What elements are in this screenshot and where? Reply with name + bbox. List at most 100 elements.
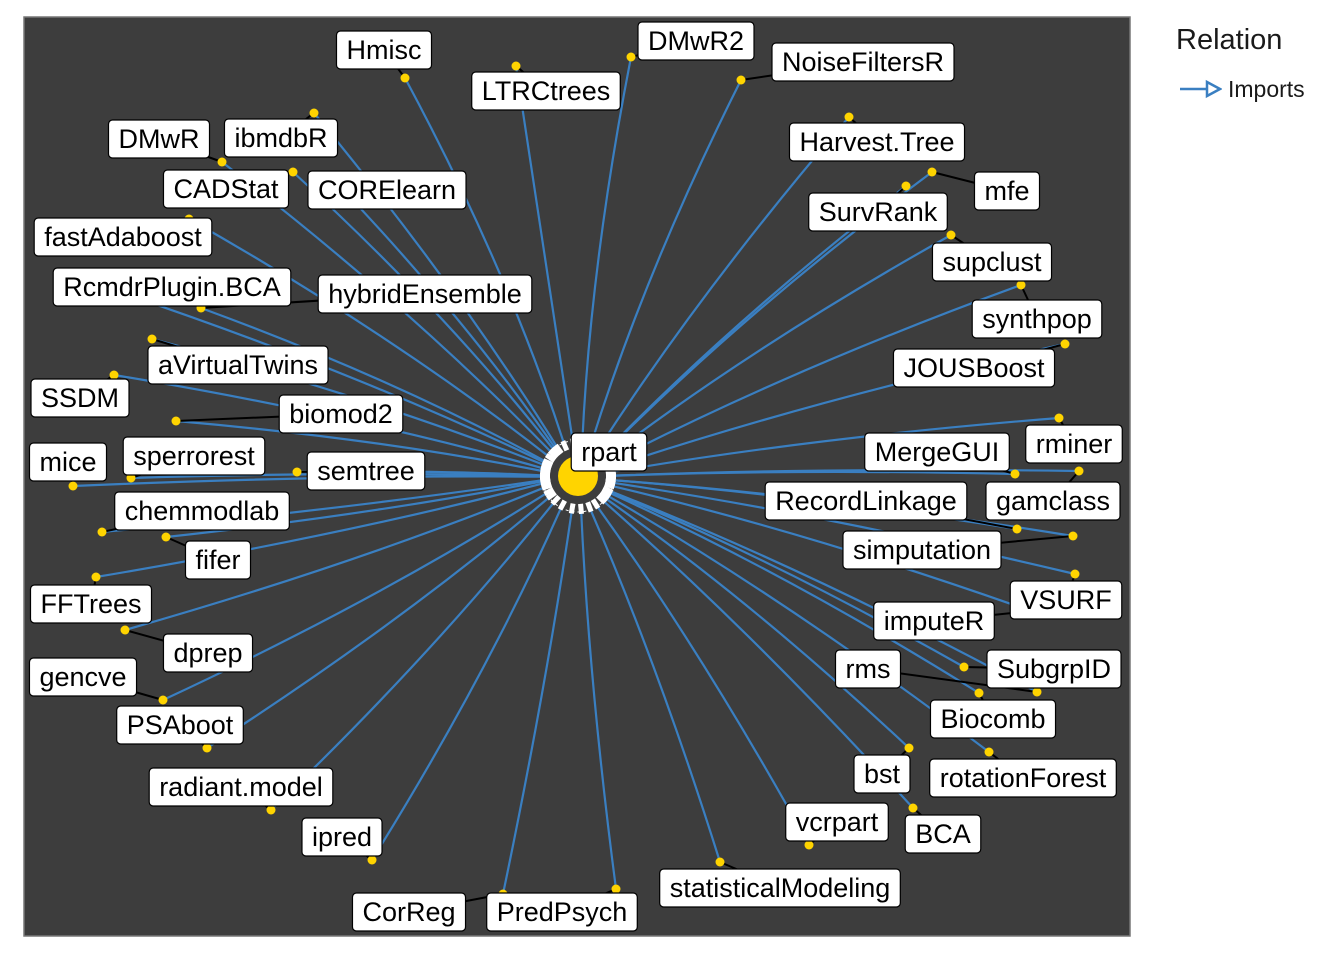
svg-text:gamclass: gamclass [996, 486, 1110, 516]
svg-text:rotationForest: rotationForest [940, 763, 1107, 793]
edge-vcrpart [595, 504, 810, 846]
arrowhead-rotationForest [599, 489, 611, 500]
edge-PredPsych [580, 509, 618, 890]
node-label-RcmdrPlugin.BCA: RcmdrPlugin.BCA [52, 267, 292, 307]
svg-text:VSURF: VSURF [1020, 585, 1112, 615]
node-rms [1032, 687, 1042, 697]
svg-text:simputation: simputation [853, 535, 991, 565]
node-Biocomb [974, 688, 984, 698]
svg-text:mfe: mfe [984, 176, 1029, 206]
edge-dprep [124, 485, 547, 632]
node-label-gamclass: gamclass [985, 481, 1121, 521]
node-label-PSAboot: PSAboot [116, 705, 244, 745]
node-ipred [367, 855, 377, 865]
node-rotationForest [984, 747, 994, 757]
svg-text:gencve: gencve [39, 662, 126, 692]
node-label-rotationForest: rotationForest [929, 758, 1117, 798]
arrowhead-imputeR [604, 481, 616, 490]
node-PSAboot [202, 743, 212, 753]
node-rminer [1054, 413, 1064, 423]
node-label-mfe: mfe [973, 171, 1041, 211]
node-label-SSDM: SSDM [30, 378, 130, 418]
svg-text:statisticalModeling: statisticalModeling [670, 873, 891, 903]
svg-text:dprep: dprep [173, 638, 242, 668]
node-label-supclust: supclust [931, 242, 1053, 282]
node-label-ipred: ipred [301, 817, 383, 857]
arrowhead-PredPsych [578, 503, 584, 515]
node-Harvest.Tree [844, 112, 854, 122]
node-semtree [292, 467, 302, 477]
edge-ipred [371, 505, 563, 861]
svg-text:DMwR2: DMwR2 [648, 26, 744, 56]
node-gencve [158, 695, 168, 705]
svg-text:mice: mice [39, 447, 96, 477]
edge-NoiseFiltersR [589, 79, 742, 445]
node-biomod2 [171, 416, 181, 426]
svg-text:SubgrpID: SubgrpID [997, 654, 1111, 684]
node-label-hybridEnsemble: hybridEnsemble [317, 274, 533, 314]
node-label-bst: bst [853, 754, 911, 794]
svg-text:PSAboot: PSAboot [127, 710, 234, 740]
node-label-FFTrees: FFTrees [29, 584, 153, 624]
arrowhead-radiant.model [550, 494, 561, 506]
node-label-Hmisc: Hmisc [335, 30, 433, 70]
edge-LTRCtrees [514, 65, 575, 443]
arrowhead-Biocomb [601, 487, 613, 497]
edge-DMwR2 [581, 56, 633, 443]
svg-text:fifer: fifer [195, 545, 240, 575]
node-vcrpart [804, 840, 814, 850]
node-mfe [927, 167, 937, 177]
node-radiant.model [266, 805, 276, 815]
node-label-rms: rms [834, 649, 902, 689]
node-supclust [946, 230, 956, 240]
imports-arrow-icon [1180, 79, 1222, 99]
svg-text:MergeGUI: MergeGUI [875, 437, 1000, 467]
arrowhead-biomod2 [540, 468, 551, 475]
edge-CORElearn [329, 175, 558, 451]
node-JOUSBoost [1060, 339, 1070, 349]
node-label-NoiseFiltersR: NoiseFiltersR [771, 42, 955, 82]
edge-PSAboot [206, 495, 552, 749]
node-dprep [120, 625, 130, 635]
node-LTRCtrees [511, 61, 521, 71]
svg-text:RecordLinkage: RecordLinkage [775, 486, 957, 516]
node-label-CADStat: CADStat [162, 169, 290, 209]
node-aVirtualTwins [147, 334, 157, 344]
svg-text:supclust: supclust [942, 247, 1042, 277]
node-label-semtree: semtree [306, 451, 426, 491]
node-simputation [1068, 531, 1078, 541]
svg-text:chemmodlab: chemmodlab [125, 496, 280, 526]
svg-text:hybridEnsemble: hybridEnsemble [328, 279, 522, 309]
svg-text:BCA: BCA [915, 819, 971, 849]
svg-text:bst: bst [864, 759, 901, 789]
node-VSURF [1070, 569, 1080, 579]
svg-text:SurvRank: SurvRank [819, 197, 938, 227]
arrowhead-BCA [596, 493, 607, 505]
edge-fastAdaboost [188, 218, 551, 459]
node-MergeGUI [1010, 469, 1020, 479]
node-label-radiant.model: radiant.model [148, 767, 334, 807]
edge-VSURF [611, 481, 1076, 576]
svg-text:radiant.model: radiant.model [159, 772, 323, 802]
svg-text:Hmisc: Hmisc [347, 35, 422, 65]
node-chemmodlab [97, 527, 107, 537]
node-label-mice: mice [28, 442, 108, 482]
svg-text:CORElearn: CORElearn [318, 175, 456, 205]
node-label-sperrorest: sperrorest [122, 436, 266, 476]
node-NoiseFiltersR [736, 75, 746, 85]
node-label-simputation: simputation [842, 530, 1002, 570]
legend-item-imports: Imports [1178, 74, 1338, 104]
edge-Harvest.Tree [597, 116, 850, 450]
svg-text:vcrpart: vcrpart [796, 807, 879, 837]
node-label-Biocomb: Biocomb [929, 699, 1057, 739]
node-label-fifer: fifer [184, 540, 252, 580]
node-SSDM [109, 370, 119, 380]
arrowhead-Hmisc [560, 440, 570, 452]
arrowhead-aVirtualTwins [541, 461, 553, 470]
edge-gencve [162, 491, 549, 701]
node-sperrorest [126, 473, 136, 483]
node-label-VSURF: VSURF [1009, 580, 1123, 620]
edge-RcmdrPlugin.BCA [118, 290, 547, 465]
svg-text:rminer: rminer [1036, 429, 1113, 459]
